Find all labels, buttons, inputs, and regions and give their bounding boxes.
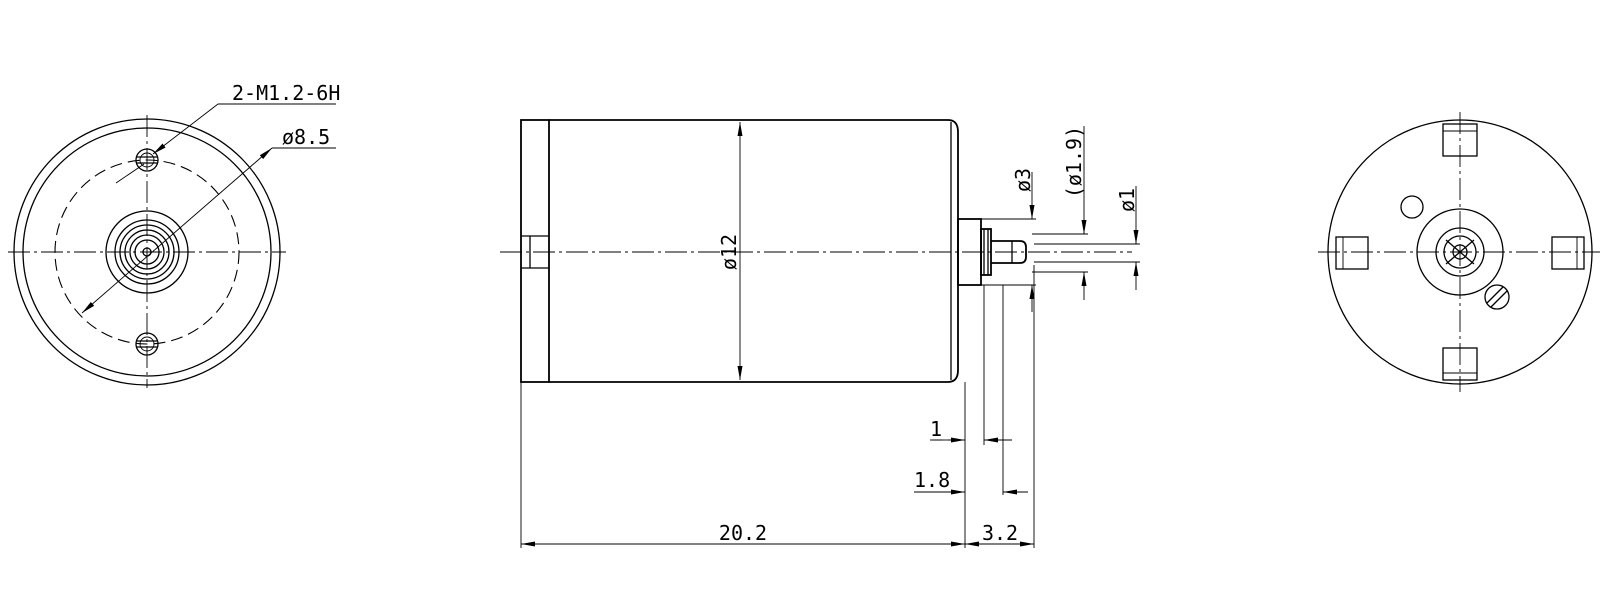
label-shaft-ref-diameter: (ø1.9)	[1062, 126, 1086, 198]
label-bolt-circle: ø8.5	[282, 125, 330, 149]
label-boss-diameter: ø3	[1011, 168, 1035, 192]
label-shaft-length: 3.2	[982, 521, 1018, 545]
screw-head	[1484, 284, 1510, 310]
label-boss-offset-1: 1	[930, 417, 942, 441]
front-view: 2-M1.2-6H ø8.5	[8, 81, 340, 388]
vent-hole	[1400, 195, 1424, 219]
label-shaft-diameter: ø1	[1115, 188, 1139, 212]
terminal-tab-left	[1335, 236, 1369, 270]
label-body-diameter: ø12	[717, 234, 741, 270]
label-thread-callout: 2-M1.2-6H	[232, 81, 340, 105]
label-body-length: 20.2	[719, 521, 767, 545]
thread-hole-bottom	[135, 332, 159, 356]
rear-view	[1318, 112, 1600, 392]
terminal-tab-top	[1442, 123, 1478, 157]
label-boss-offset-2: 1.8	[914, 468, 950, 492]
terminal-tab-right	[1551, 236, 1585, 270]
side-view: ø12 ø3 (ø1.9) ø1	[500, 119, 1140, 548]
terminal-tab-bottom	[1442, 347, 1478, 381]
